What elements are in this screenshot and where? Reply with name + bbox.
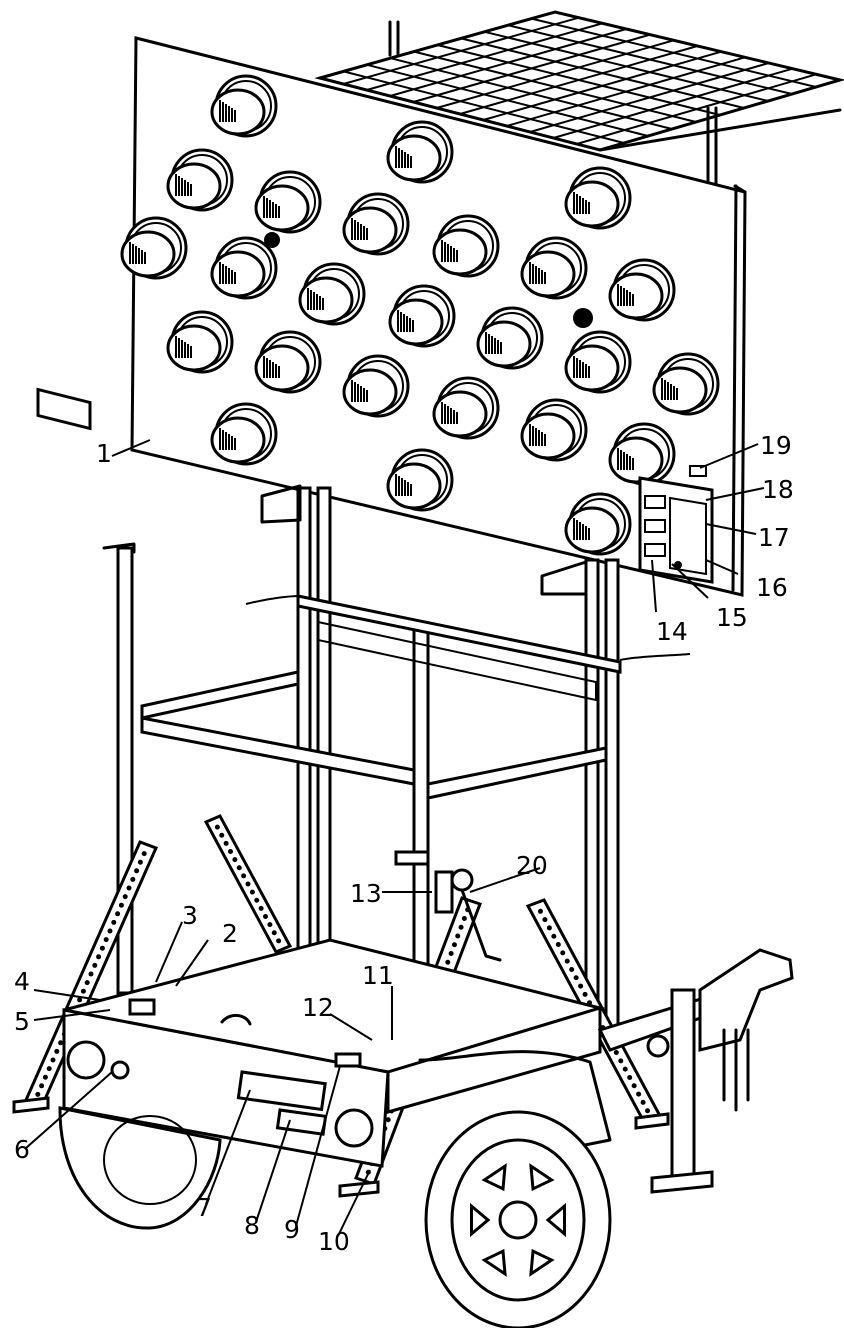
arrow-lamp (432, 376, 500, 440)
callout-7: 7 (196, 1193, 212, 1222)
callout-3: 3 (182, 901, 198, 930)
arrow-lamp (608, 258, 676, 322)
arrow-lamp (210, 74, 278, 138)
arrow-lamp (564, 492, 632, 556)
mast-frame (102, 484, 691, 1032)
arrow-lamp (210, 402, 278, 466)
callout-18: 18 (762, 475, 794, 504)
trailer-body (62, 938, 612, 1168)
arrow-lamp (386, 120, 454, 184)
arrow-lamp (166, 148, 234, 212)
arrow-lamp (342, 192, 410, 256)
callout-13: 13 (350, 879, 382, 908)
sensor-dot (264, 232, 280, 248)
callout-8: 8 (244, 1211, 260, 1240)
callout-15: 15 (716, 603, 748, 632)
sensor-dot (573, 308, 593, 328)
tongue-and-jack (597, 948, 794, 1194)
arrow-lamp (120, 216, 188, 280)
callout-6: 6 (14, 1135, 30, 1164)
callout-20: 20 (516, 851, 548, 880)
arrow-lamp (166, 310, 234, 374)
callout-1: 1 (96, 439, 112, 468)
arrow-lamp (608, 422, 676, 486)
arrow-lamp (210, 236, 278, 300)
callout-labels: 1 2 3 4 5 6 7 8 9 10 11 12 13 14 15 16 1… (14, 431, 794, 1256)
arrow-lamp (432, 214, 500, 278)
arrow-lamp (388, 284, 456, 348)
callout-12: 12 (302, 993, 334, 1022)
callout-14: 14 (656, 617, 688, 646)
callout-5: 5 (14, 1007, 30, 1036)
arrow-lamp (652, 352, 720, 416)
board-label-plate (36, 387, 92, 431)
arrow-lamp (386, 448, 454, 512)
sign-board (36, 36, 747, 597)
callout-9: 9 (284, 1215, 300, 1244)
arrow-lamp (564, 166, 632, 230)
arrow-lamp (254, 170, 322, 234)
arrow-lamp (476, 306, 544, 370)
control-box (638, 465, 714, 584)
arrow-lamp (254, 330, 322, 394)
callout-2: 2 (222, 919, 238, 948)
callout-4: 4 (14, 967, 30, 996)
callout-10: 10 (318, 1227, 350, 1256)
callout-19: 19 (760, 431, 792, 460)
wheels (58, 1106, 612, 1328)
solar-panel (314, 10, 844, 192)
callout-17: 17 (758, 523, 790, 552)
arrow-lamp (564, 330, 632, 394)
arrow-lamp (342, 354, 410, 418)
callout-11: 11 (362, 961, 394, 990)
callout-leaders (25, 439, 765, 1237)
winch-assembly (394, 850, 502, 962)
arrow-lamp (520, 236, 588, 300)
arrow-lamp (520, 398, 588, 462)
callout-16: 16 (756, 573, 788, 602)
arrow-lamp (298, 262, 366, 326)
